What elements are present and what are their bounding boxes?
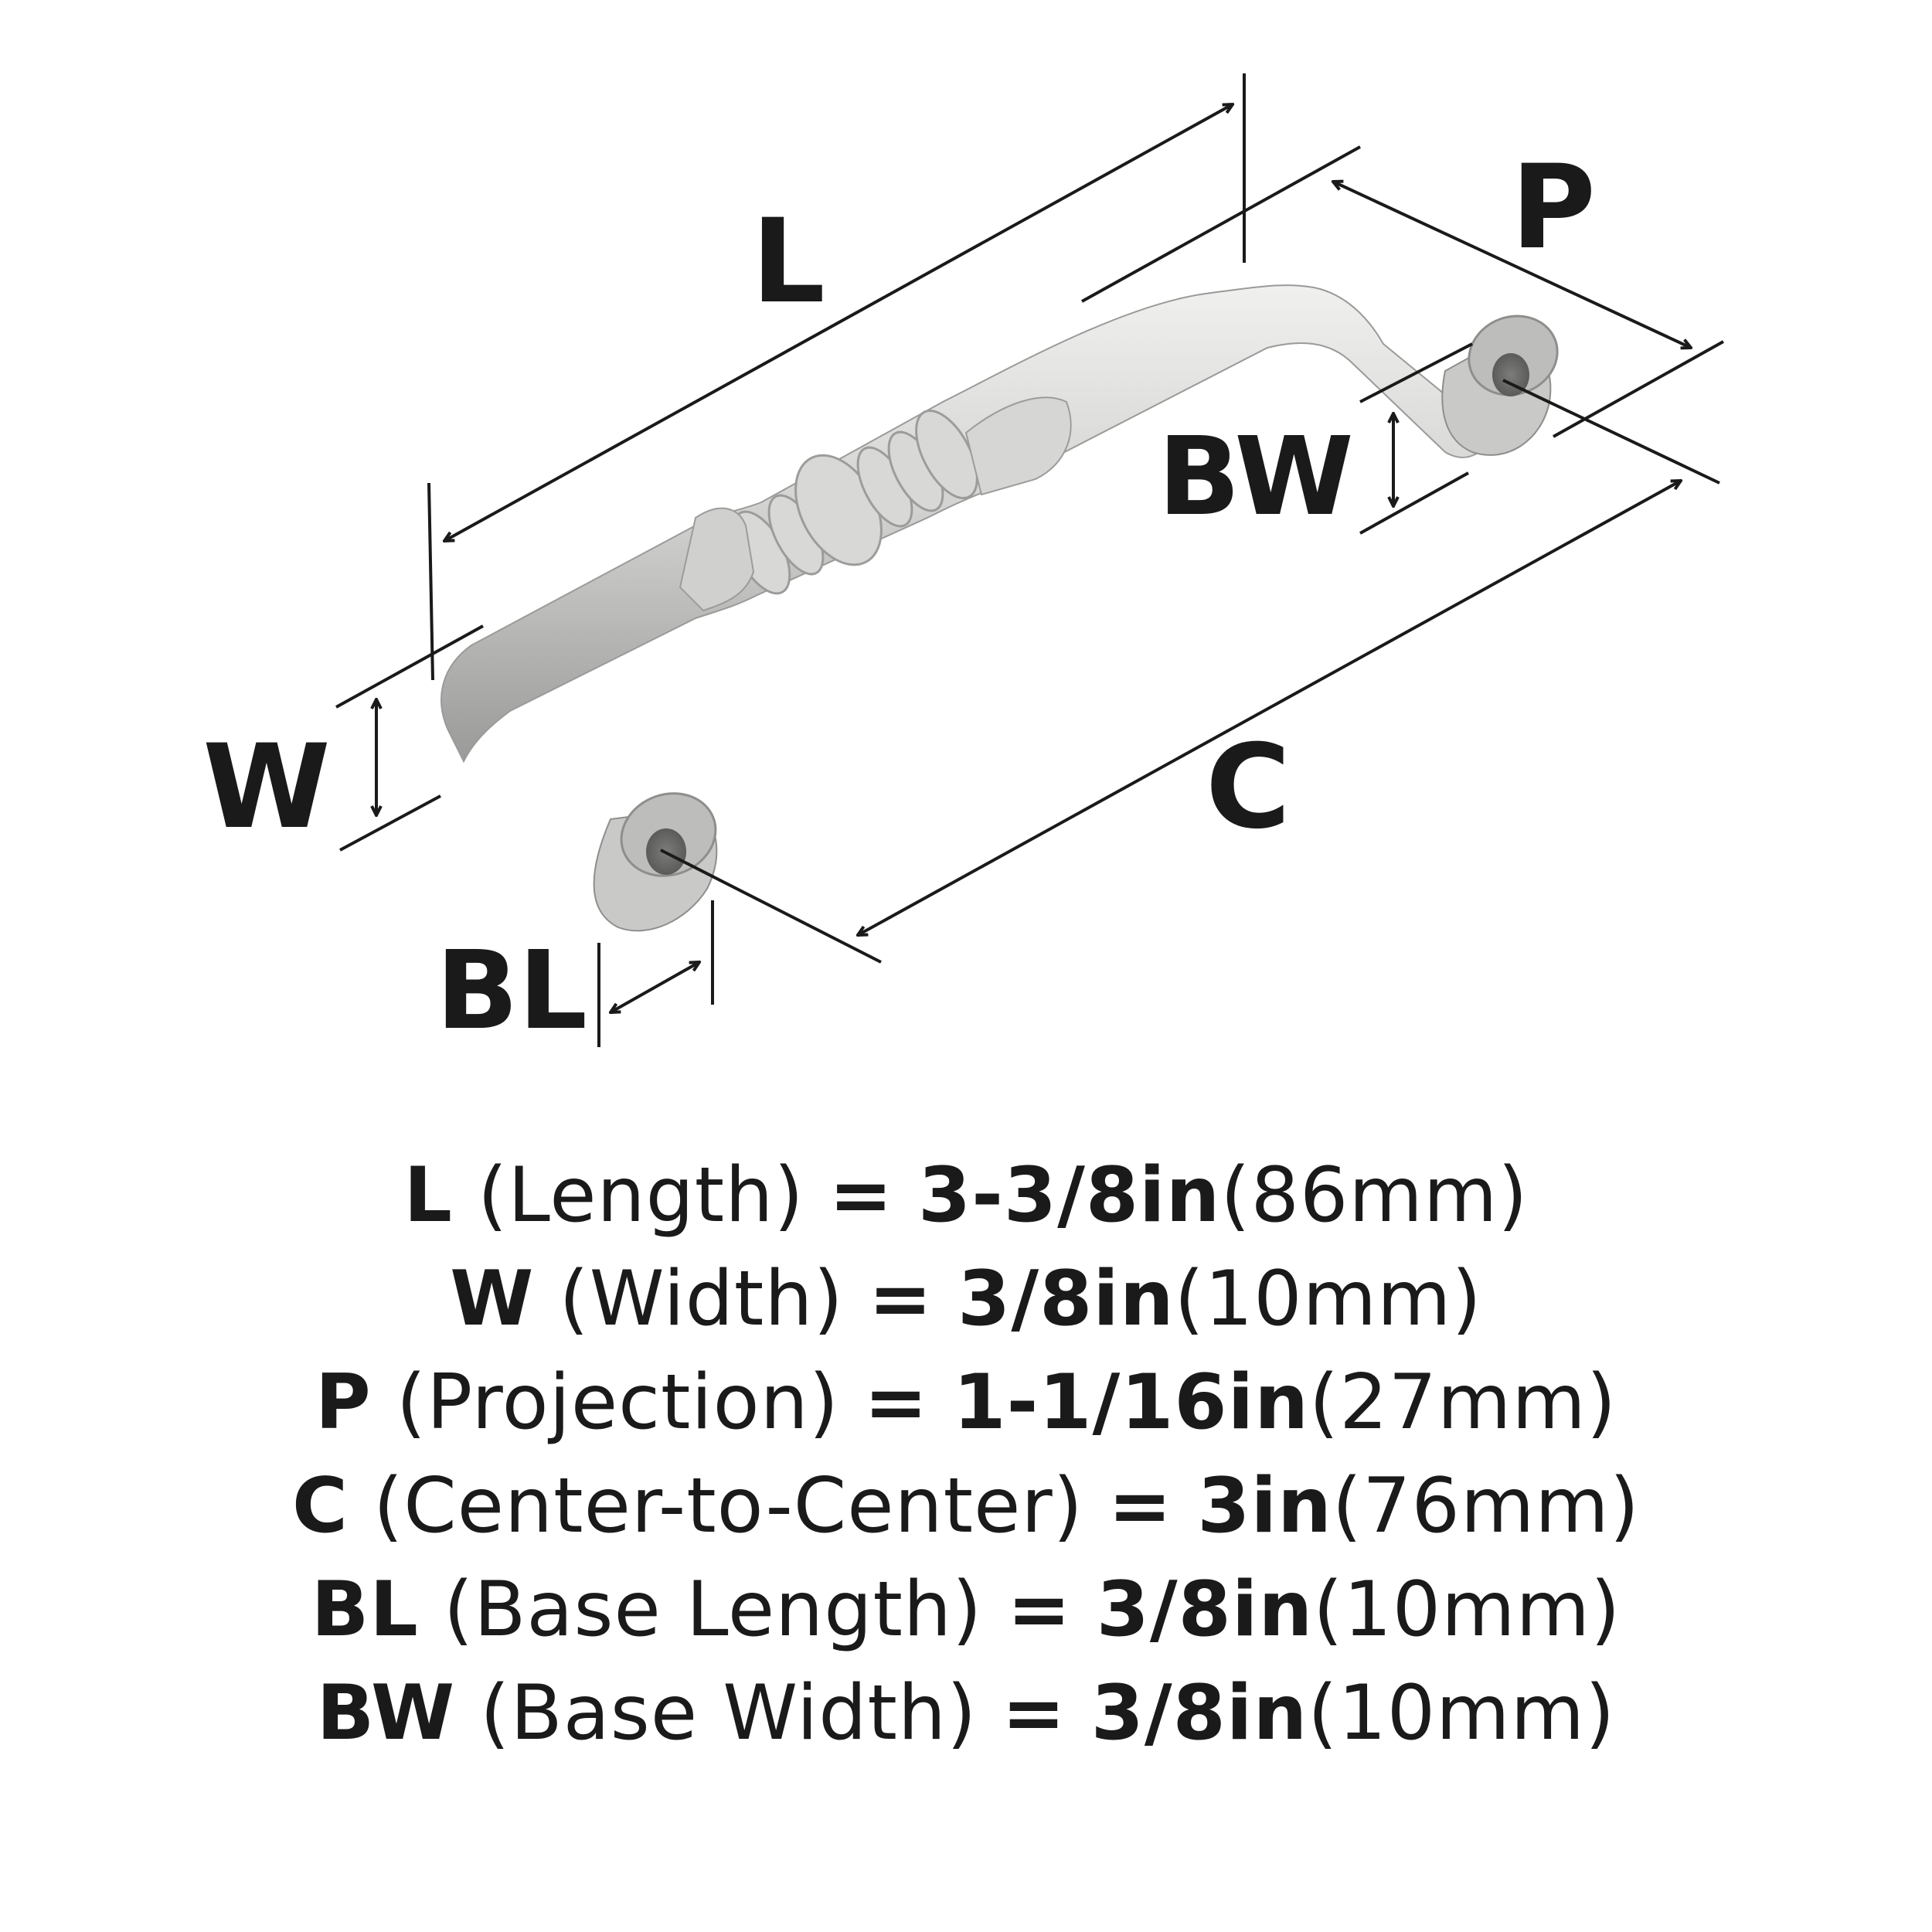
spec-row-length: L (Length) = 3-3/8in(86mm) [0,1144,1932,1247]
base-length-dimension-line [611,962,699,1012]
projection-label: P [1511,141,1596,275]
spec-imperial: 1-1/16in [953,1359,1309,1447]
left-base-foot [593,792,718,932]
spec-row-base-length: BL (Base Length) = 3/8in(10mm) [0,1558,1932,1662]
base-width-label: BW [1158,414,1353,540]
spec-key: L [403,1151,453,1240]
dimension-lines [335,73,1724,1047]
base-length-label: BL [436,928,587,1054]
base-width-extension-bottom [1359,471,1469,535]
spec-metric: (27mm) [1308,1359,1617,1447]
base-width-extension-top [1359,342,1473,403]
spec-imperial: 3/8in [1096,1566,1314,1654]
width-extension-bottom [339,794,441,852]
spec-row-projection: P (Projection) = 1-1/16in(27mm) [0,1351,1932,1454]
spec-row-center-to-center: C (Center-to-Center) = 3in(76mm) [0,1454,1932,1558]
spec-equals: = [1007,1566,1072,1654]
center-dimension-line [858,481,1681,935]
spec-description: (Projection) [396,1359,839,1447]
spec-description: (Center-to-Center) [373,1462,1083,1550]
spec-equals: = [828,1151,893,1240]
spec-row-base-width: BW (Base Width) = 3/8in(10mm) [0,1662,1932,1765]
spec-imperial: 3/8in [1090,1669,1308,1757]
projection-extension-top [1081,145,1361,303]
length-label: L [751,195,825,329]
spec-equals: = [1108,1462,1173,1550]
spec-imperial: 3in [1197,1462,1332,1550]
spec-key: P [315,1359,372,1447]
spec-key: C [292,1462,349,1550]
projection-extension-bottom [1553,340,1724,438]
projection-dimension-line [1333,182,1691,348]
length-dimension-line [444,104,1233,541]
center-label: C [1206,720,1291,855]
spec-equals: = [864,1359,929,1447]
spec-metric: (76mm) [1332,1462,1640,1550]
spec-metric: (86mm) [1220,1151,1529,1240]
right-mount-hole [1492,353,1529,396]
spec-metric: (10mm) [1174,1255,1482,1343]
width-label: W [202,720,330,855]
spec-description: (Base Width) [480,1669,978,1757]
center-line-left [660,849,882,964]
spec-key: BW [316,1669,456,1757]
spec-row-width: W (Width) = 3/8in(10mm) [0,1247,1932,1351]
center-line-right [1502,379,1720,485]
spec-metric: (10mm) [1313,1566,1621,1654]
dimension-diagram: L P BW W C BL [202,73,1724,1054]
dimension-spec-list: L (Length) = 3-3/8in(86mm) W (Width) = 3… [0,1144,1932,1765]
spec-description: (Length) [478,1151,804,1240]
spec-description: (Width) [559,1255,844,1343]
length-extension-left [427,482,434,681]
spec-imperial: 3-3/8in [918,1151,1221,1240]
width-extension-top [335,624,484,709]
spec-equals: = [868,1255,933,1343]
spec-metric: (10mm) [1308,1669,1616,1757]
spec-key: BL [311,1566,419,1654]
spec-key: W [450,1255,535,1343]
spec-equals: = [1002,1669,1066,1757]
spec-imperial: 3/8in [957,1255,1175,1343]
right-base-foot [1441,315,1559,456]
spec-description: (Base Length) [443,1566,983,1654]
